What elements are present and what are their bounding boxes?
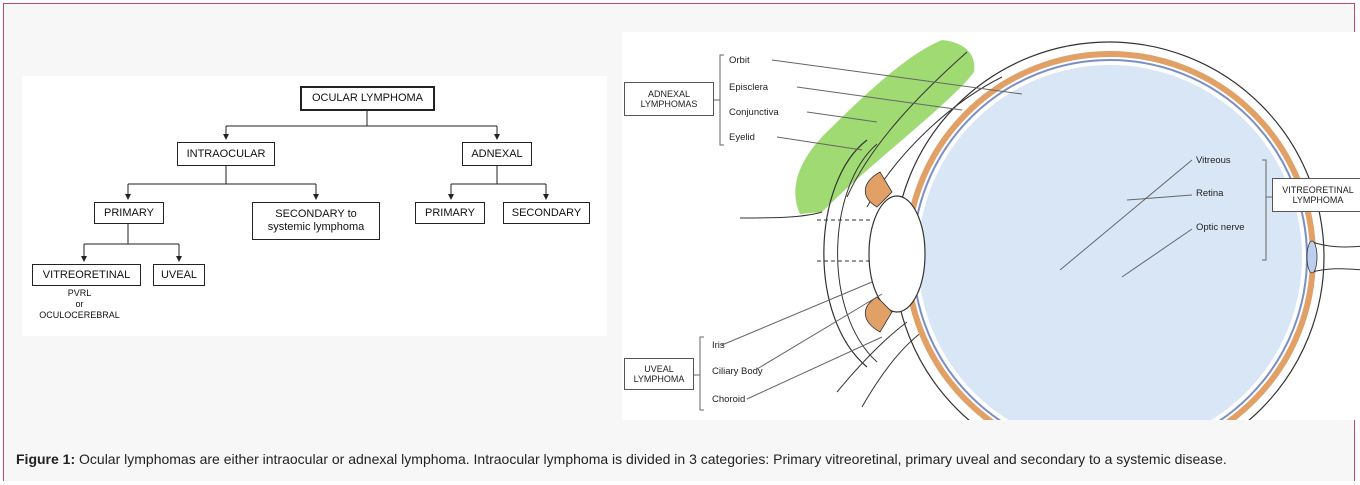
adnexal-secondary-box: SECONDARY [503, 202, 590, 224]
caption-text: Ocular lymphomas are either intraocular … [75, 451, 1227, 467]
figure-frame: OCULAR LYMPHOMA INTRAOCULAR ADNEXAL PRIM… [3, 3, 1355, 481]
primary-box: PRIMARY [94, 202, 164, 224]
iris-label: Iris [712, 340, 725, 351]
figure-caption: Figure 1: Ocular lymphomas are either in… [16, 450, 1346, 468]
vitreous-label: Vitreous [1196, 155, 1231, 166]
eye-diagram-panel: Orbit Episclera Conjunctiva Eyelid ADNEX… [622, 32, 1360, 420]
adnexal-lymphomas-box: ADNEXAL LYMPHOMAS [624, 82, 714, 116]
adnexal-box: ADNEXAL [462, 142, 532, 166]
caption-label: Figure 1: [16, 451, 75, 467]
vitreoretinal-lymphoma-box: VITREORETINAL LYMPHOMA [1272, 178, 1360, 212]
ocular-lymphoma-box: OCULAR LYMPHOMA [300, 86, 435, 111]
uveal-box: UVEAL [153, 264, 205, 286]
optic-nerve-label: Optic nerve [1196, 222, 1245, 233]
retina-label: Retina [1196, 188, 1223, 199]
secondary-systemic-box: SECONDARY to systemic lymphoma [252, 202, 380, 240]
vitreoretinal-box: VITREORETINAL [32, 264, 141, 286]
conjunctiva-label: Conjunctiva [729, 107, 779, 118]
ciliary-body-label: Ciliary Body [712, 366, 763, 377]
orbit-label: Orbit [729, 55, 750, 66]
vitreoretinal-note: PVRL or OCULOCEREBRAL [27, 288, 132, 321]
intraocular-box: INTRAOCULAR [177, 142, 275, 166]
choroid-label: Choroid [712, 394, 745, 405]
uveal-lymphoma-box: UVEAL LYMPHOMA [624, 358, 694, 390]
eyelid-label: Eyelid [729, 132, 755, 143]
flowchart-panel: OCULAR LYMPHOMA INTRAOCULAR ADNEXAL PRIM… [22, 76, 607, 336]
episclera-label: Episclera [729, 82, 768, 93]
adnexal-primary-box: PRIMARY [415, 202, 485, 224]
